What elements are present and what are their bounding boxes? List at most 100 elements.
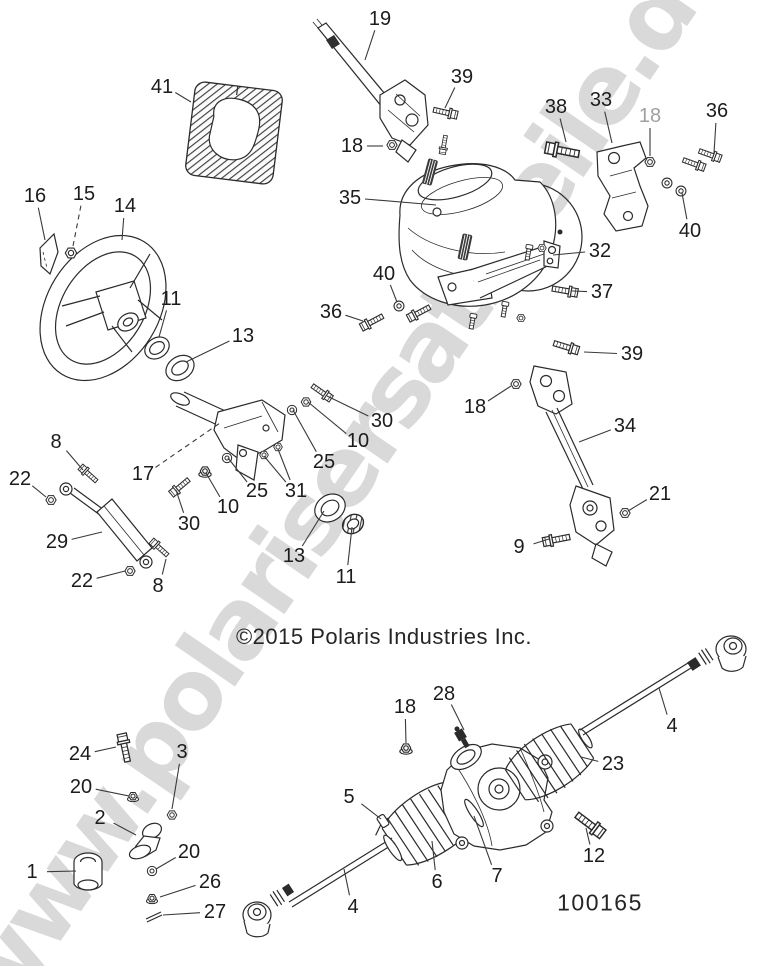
leader-line-30: [326, 395, 369, 417]
callout-6: 6: [431, 871, 442, 893]
callout-26: 26: [199, 871, 221, 893]
leader-line-40: [681, 192, 688, 220]
callout-25: 25: [246, 480, 268, 502]
leader-line-11: [347, 526, 353, 566]
callout-40: 40: [373, 263, 395, 285]
leader-line-7: [473, 815, 493, 865]
callout-18: 18: [394, 696, 416, 718]
callout-13: 13: [283, 545, 305, 567]
rack-assembly-drawing: [242, 635, 747, 938]
leader-line-4: [343, 868, 351, 896]
callout-7: 7: [491, 865, 502, 887]
upper-steering-shaft-drawing: [312, 18, 429, 163]
leader-line-23: [580, 756, 599, 762]
leader-line-11: [158, 310, 168, 338]
callout-20: 20: [178, 841, 200, 863]
callout-39: 39: [621, 343, 643, 365]
callout-27: 27: [204, 901, 226, 923]
leader-line-18: [404, 718, 407, 744]
callout-15: 15: [73, 183, 95, 205]
callout-5: 5: [343, 786, 354, 808]
callout-40: 40: [679, 220, 701, 242]
leader-line-20: [95, 788, 130, 797]
leader-line-39: [444, 87, 456, 109]
leader-line-17: [155, 422, 221, 468]
leader-line-16: [37, 207, 46, 241]
callout-30: 30: [371, 410, 393, 432]
callout-12: 12: [583, 845, 605, 867]
steering-wheel-drawing: [39, 234, 167, 382]
leader-line-37: [571, 290, 588, 293]
leader-line-15: [72, 205, 82, 247]
callout-34: 34: [614, 415, 636, 437]
leader-line-31: [263, 455, 287, 483]
callout-22: 22: [71, 570, 93, 592]
callout-14: 14: [114, 195, 136, 217]
support-bracket-drawing: [437, 240, 561, 330]
leader-line-22: [31, 485, 47, 498]
leader-line-28: [450, 704, 465, 731]
callout-21: 21: [649, 483, 671, 505]
leader-line-2: [113, 822, 137, 836]
leader-line-8: [161, 558, 167, 575]
leader-line-41: [175, 92, 192, 103]
leader-line-13: [185, 340, 230, 363]
mount-bracket-drawing: [596, 141, 649, 232]
leader-line-34: [578, 429, 611, 443]
leader-line-26: [159, 884, 196, 898]
callout-33: 33: [590, 89, 612, 111]
callout-24: 24: [69, 743, 91, 765]
callout-36: 36: [320, 301, 342, 323]
leader-line-5: [361, 803, 382, 820]
leader-line-25: [227, 457, 248, 483]
leader-line-21: [627, 499, 648, 512]
callout-4: 4: [666, 715, 677, 737]
leader-line-18: [487, 385, 512, 402]
callout-17: 17: [132, 463, 154, 485]
callout-19: 19: [369, 8, 391, 30]
leader-line-19: [364, 30, 376, 61]
copyright-note: ©2015 Polaris Industries Inc.: [235, 624, 533, 649]
leader-line-24: [94, 746, 117, 753]
callout-9: 9: [513, 536, 524, 558]
leader-line-4: [658, 687, 668, 715]
callout-18: 18: [341, 135, 363, 157]
callout-36: 36: [706, 100, 728, 122]
callout-8: 8: [50, 431, 61, 453]
callout-3: 3: [176, 741, 187, 763]
leader-line-20: [155, 857, 176, 870]
callout-11: 11: [336, 566, 357, 588]
callout-18: 18: [464, 396, 486, 418]
leader-line-10: [205, 472, 221, 498]
leader-line-25: [292, 409, 317, 452]
leader-line-3: [171, 763, 180, 810]
callout-29: 29: [46, 531, 68, 553]
callout-10: 10: [217, 496, 239, 518]
callout-37: 37: [591, 281, 613, 303]
callout-13: 13: [232, 325, 254, 347]
access-cover-drawing: [39, 232, 59, 276]
leader-line-27: [162, 912, 201, 916]
callout-32: 32: [589, 240, 611, 262]
seal-bearing-drawings: [144, 336, 365, 535]
callout-30: 30: [178, 513, 200, 535]
clamp-5-drawing: [375, 813, 390, 836]
intermediate-shaft-drawing: [529, 365, 615, 567]
callout-35: 35: [339, 187, 361, 209]
leader-line-31: [277, 448, 291, 481]
leader-line-40: [389, 284, 398, 303]
leader-line-35: [364, 198, 437, 206]
leader-line-38: [559, 118, 567, 143]
leader-line-39: [583, 351, 618, 355]
callout-41: 41: [151, 76, 173, 98]
leader-line-1: [46, 870, 77, 873]
callout-23: 23: [602, 753, 624, 775]
clamp-7-drawing: [464, 798, 484, 828]
column-bracket-drawing: [170, 391, 286, 481]
callout-4: 4: [347, 896, 358, 918]
callout-16: 16: [24, 185, 46, 207]
leader-line-22: [96, 570, 126, 579]
